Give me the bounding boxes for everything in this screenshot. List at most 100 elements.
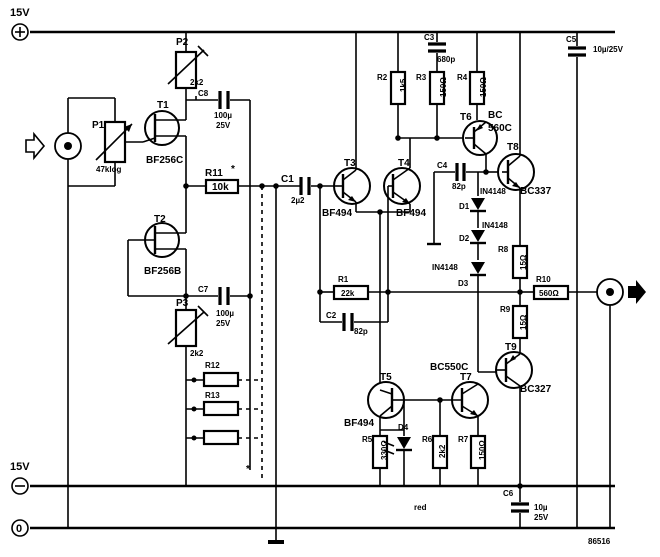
capacitor-c4: C4 82p — [427, 161, 486, 246]
t8-name: T8 — [507, 142, 519, 153]
r7-name: R7 — [458, 435, 469, 444]
transistor-t4: T4 BF494 — [383, 158, 426, 219]
diagram-ref: 86516 — [588, 537, 611, 546]
c2-value: 82p — [354, 327, 368, 336]
r8-name: R8 — [498, 245, 509, 254]
potentiometer-p3: P3 2k2 — [167, 298, 209, 486]
c3-name: C3 — [424, 33, 435, 42]
rail-positive-label: 15V — [10, 7, 30, 19]
t9-type: BC327 — [520, 384, 552, 395]
led-d4: D4 red — [383, 423, 427, 512]
c3-value: 680p — [437, 55, 455, 64]
c4-name: C4 — [437, 161, 448, 170]
transistor-t9: T9 BC327 — [495, 342, 552, 395]
rail-ground: 0 — [11, 519, 615, 544]
t3-type: BF494 — [322, 208, 352, 219]
t5-name: T5 — [380, 372, 392, 383]
r9-name: R9 — [500, 305, 511, 314]
t6-type-a: BC — [488, 110, 502, 121]
rail-negative-label: 15V — [10, 461, 30, 473]
d4-name: D4 — [398, 423, 409, 432]
input-connector — [25, 97, 115, 528]
transistor-t6: T6 BC 560C — [460, 110, 512, 156]
r1-name: R1 — [338, 275, 349, 284]
resistor-r9: R9 15Ω — [500, 292, 529, 354]
r13-name: R13 — [205, 391, 220, 400]
p3-value: 2k2 — [190, 349, 204, 358]
r3-name: R3 — [416, 73, 427, 82]
resistor-r1: R1 22k — [320, 275, 520, 301]
t2-type: BF256B — [144, 266, 181, 277]
r11-mark: * — [231, 164, 235, 175]
resistor-r3: R3 150Ω — [416, 70, 448, 138]
r1-value: 22k — [341, 289, 355, 298]
r10-value: 560Ω — [539, 289, 559, 298]
resistor-extra — [186, 429, 262, 446]
transistor-t1: T1 BF256C — [142, 100, 186, 166]
p1-name: P1 — [92, 120, 105, 131]
d4-note: red — [414, 503, 427, 512]
t4-name: T4 — [398, 158, 410, 169]
c1-value: 2µ2 — [291, 196, 305, 205]
capacitor-c2: C2 82p — [320, 311, 388, 336]
t1-name: T1 — [157, 100, 169, 111]
r11-value: 10k — [212, 182, 229, 193]
r6-name: R6 — [422, 435, 433, 444]
resistor-r2: R2 1k5 — [377, 32, 408, 138]
r8-value: 15Ω — [519, 254, 528, 270]
c6-value-b: 25V — [534, 513, 549, 522]
capacitor-c3: C3 680p — [424, 32, 455, 72]
rail-positive: 15V — [10, 7, 615, 41]
c6-value-a: 10µ — [534, 503, 548, 512]
p3-name: P3 — [176, 298, 189, 309]
resistor-r4: R4 150Ω — [457, 32, 488, 120]
c7-value-b: 25V — [216, 319, 231, 328]
r7-value: 150Ω — [478, 440, 487, 460]
r11-name: R11 — [205, 168, 223, 179]
rail-ground-label: 0 — [16, 523, 22, 535]
r3-value: 150Ω — [439, 77, 448, 97]
d2-type: IN4148 — [482, 221, 508, 230]
capacitor-c5: C5 10µ/25V — [566, 32, 624, 528]
r12-name: R12 — [205, 361, 220, 370]
transistor-t7: T7 BC550C — [430, 362, 489, 419]
transistor-t8: T8 BC337 — [497, 142, 552, 197]
d3-type: IN4148 — [432, 263, 458, 272]
c1-name: C1 — [281, 174, 294, 185]
t9-name: T9 — [505, 342, 517, 353]
r6-value: 2k2 — [438, 444, 447, 458]
c8-value-a: 100µ — [214, 111, 232, 120]
rail-negative: 15V — [10, 461, 615, 495]
output-connector — [596, 278, 646, 528]
select-mark: * — [246, 464, 250, 475]
resistor-r11: R11 * 10k — [186, 164, 300, 195]
resistor-r10: R10 560Ω — [520, 275, 598, 301]
c2-name: C2 — [326, 311, 337, 320]
r9-value: 15Ω — [519, 314, 528, 330]
r5-name: R5 — [362, 435, 373, 444]
c8-value-b: 25V — [216, 121, 231, 130]
p1-value: 47klog — [96, 165, 121, 174]
t2-name: T2 — [154, 214, 166, 225]
c8-name: C8 — [198, 89, 209, 98]
resistor-r7: R7 150Ω — [458, 434, 487, 486]
resistor-r6: R6 2k2 — [422, 400, 449, 486]
d2-name: D2 — [459, 234, 470, 243]
t6-type-b: 560C — [488, 123, 512, 134]
d1-type: IN4148 — [480, 187, 506, 196]
resistor-r8: R8 15Ω — [498, 244, 529, 292]
p2-value: 2k2 — [190, 78, 204, 87]
t1-type: BF256C — [146, 155, 183, 166]
resistor-r13: R13 — [186, 391, 262, 417]
r4-value: 150Ω — [479, 77, 488, 97]
t7-name: T7 — [460, 372, 472, 383]
t8-type: BC337 — [520, 186, 552, 197]
c6-name: C6 — [503, 489, 514, 498]
diode-d2: IN4148 D2 — [459, 221, 508, 245]
d1-name: D1 — [459, 202, 470, 211]
t4-type: BF494 — [396, 208, 426, 219]
p2-name: P2 — [176, 37, 189, 48]
c7-name: C7 — [198, 285, 209, 294]
capacitor-c7: C7 100µ 25V — [186, 285, 250, 328]
